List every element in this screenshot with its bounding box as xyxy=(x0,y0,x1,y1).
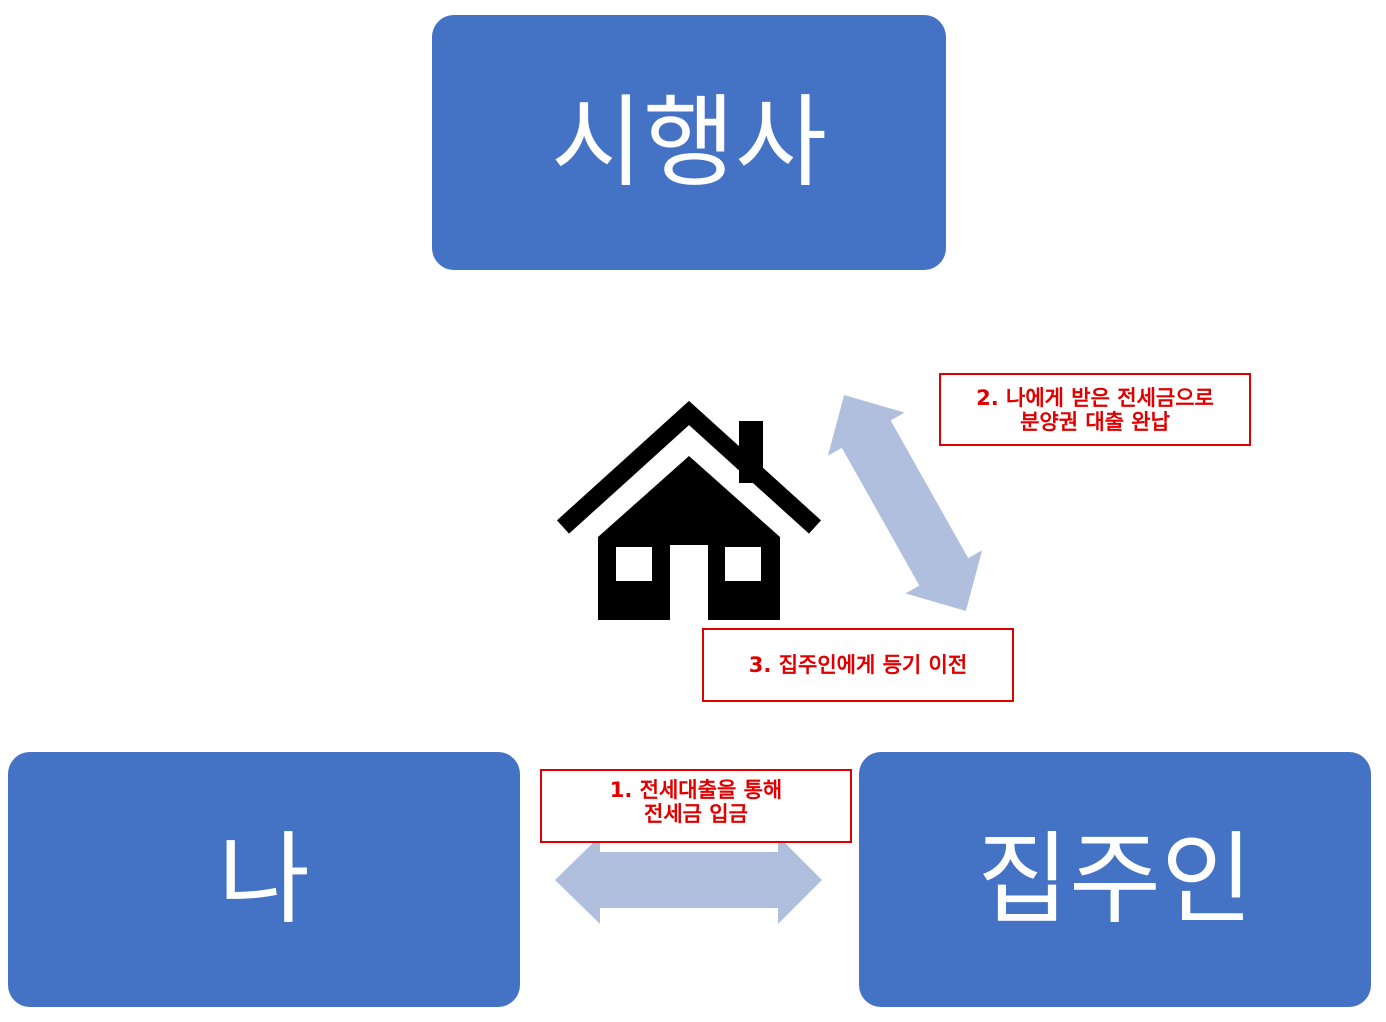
double-arrow-diagonal xyxy=(827,394,983,612)
developer-label: 시행사 xyxy=(551,83,827,201)
step-3-note: 3. 집주인에게 등기 이전 xyxy=(702,628,1014,702)
double-arrow-horizontal xyxy=(555,836,822,924)
house-icon xyxy=(556,400,822,620)
step-2-note: 2. 나에게 받은 전세금으로 분양권 대출 완납 xyxy=(939,373,1251,446)
step-1-line-2: 전세금 입금 xyxy=(644,802,748,826)
step-1-note: 1. 전세대출을 통해 전세금 입금 xyxy=(540,769,852,843)
developer-node: 시행사 xyxy=(432,15,946,270)
me-node: 나 xyxy=(8,752,520,1007)
step-3-line-1: 3. 집주인에게 등기 이전 xyxy=(748,653,968,677)
me-label: 나 xyxy=(218,820,310,938)
landlord-node: 집주인 xyxy=(859,752,1371,1007)
step-2-line-2: 분양권 대출 완납 xyxy=(1020,409,1170,434)
step-1-line-1: 1. 전세대출을 통해 xyxy=(609,778,783,802)
landlord-label: 집주인 xyxy=(977,820,1253,938)
step-2-line-1: 2. 나에게 받은 전세금으로 xyxy=(976,385,1214,410)
